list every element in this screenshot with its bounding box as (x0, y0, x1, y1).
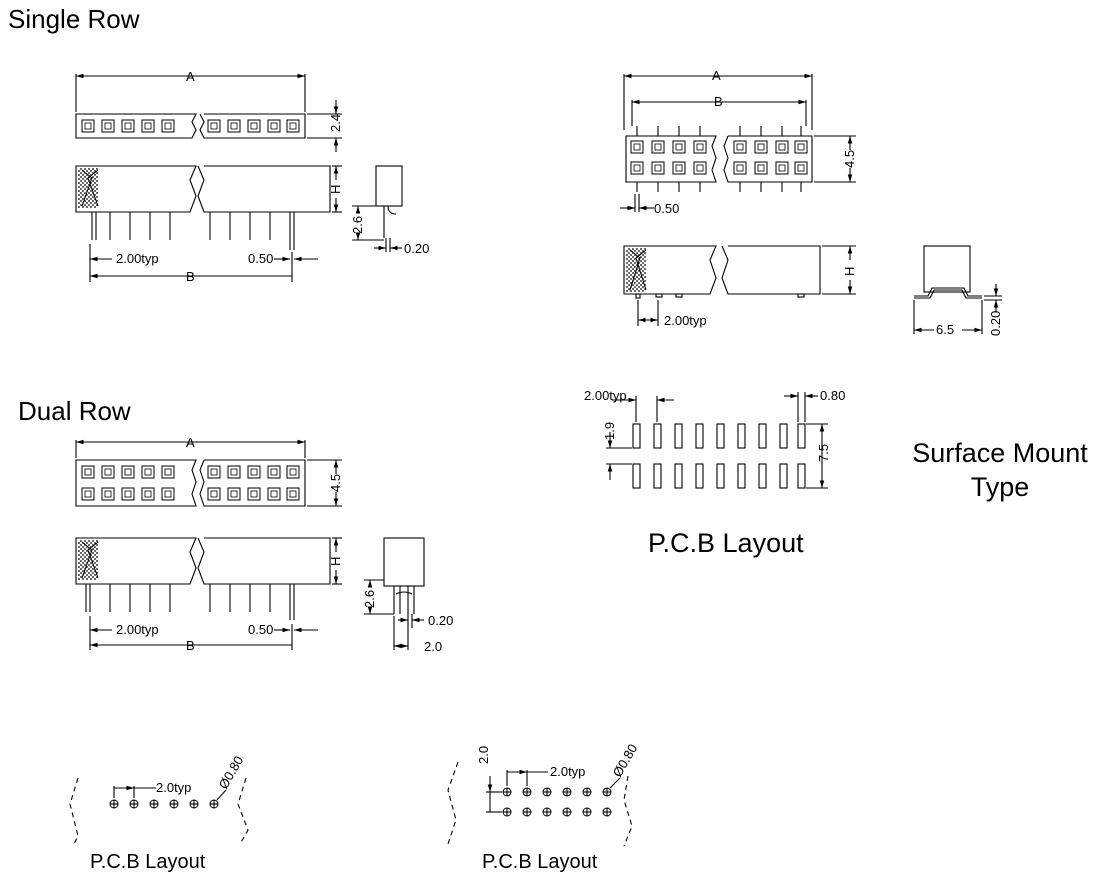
single-row-pcb-layout (69, 777, 249, 845)
dual-row-side-view (364, 537, 425, 650)
single-row-top-view (75, 73, 342, 152)
dim-single-pcb-pitch: 2.0typ (156, 780, 191, 795)
single-row-side-view (352, 165, 403, 252)
dim-single-pcb-hole: Ø0.80 (216, 753, 247, 791)
dim-0-20-dual: 0.20 (428, 613, 453, 628)
heading-dual-row: Dual Row (18, 396, 131, 426)
smt-title-line1: Surface Mount (912, 438, 1088, 468)
dim-b-dual: B (186, 638, 195, 653)
pcb-layout-single-label: P.C.B Layout (90, 851, 206, 873)
dim-a-dual: A (186, 435, 195, 450)
dim-4-5-smt: 4.5 (842, 150, 857, 168)
pcb-layout-dual-label: P.C.B Layout (482, 851, 598, 873)
dual-row-top-view (75, 439, 342, 507)
dim-2-4: 2.4 (328, 114, 343, 132)
smt-pcb-layout (606, 392, 828, 489)
dim-pcb-0-80: 0.80 (820, 388, 845, 403)
dim-0-20-smt: 0.20 (988, 311, 1003, 336)
dim-0-50-smt: 0.50 (654, 201, 679, 216)
dim-a-smt: A (712, 68, 721, 83)
dim-a-single: A (186, 69, 195, 84)
dim-pitch-dual: 2.00typ (116, 622, 159, 637)
dim-4-5-dual: 4.5 (328, 474, 343, 492)
smt-front-view (623, 245, 856, 326)
dim-0-50-dual: 0.50 (248, 622, 273, 637)
dual-row-front-view (75, 537, 342, 650)
dim-0-20-single: 0.20 (404, 241, 429, 256)
dim-b-single: B (186, 269, 195, 284)
dim-6-5: 6.5 (936, 322, 954, 337)
dim-2-0-dual: 2.0 (424, 639, 442, 654)
smt-side-view (913, 245, 1002, 334)
dim-h-dual: H (328, 557, 343, 566)
single-row-front-view (75, 165, 342, 282)
dim-2-6-single: 2.6 (350, 216, 365, 234)
dim-0-50-single: 0.50 (248, 251, 273, 266)
dual-row-pcb-layout (447, 761, 633, 847)
dim-2-6-dual: 2.6 (362, 590, 377, 608)
heading-single-row: Single Row (8, 4, 140, 34)
pcb-layout-smt-label: P.C.B Layout (648, 528, 804, 558)
dim-dual-pcb-2-0: 2.0 (476, 746, 491, 764)
dim-pcb-pitch: 2.00typ (584, 388, 627, 403)
dim-dual-pcb-pitch: 2.0typ (550, 764, 585, 779)
dim-pitch-smt: 2.00typ (664, 313, 707, 328)
dim-h-smt: H (842, 267, 857, 276)
dimension-labels: A 2.4 H 2.6 0.20 2.00typ 0.50 B A 4.5 H … (116, 68, 1003, 795)
dim-pitch-single: 2.00typ (116, 251, 159, 266)
dim-dual-pcb-hole: Ø0.80 (610, 741, 641, 779)
dim-pcb-1-9: 1.9 (602, 422, 617, 440)
dim-pcb-7-5: 7.5 (816, 444, 831, 462)
smt-top-view (620, 73, 856, 212)
smt-title-line2: Type (970, 472, 1030, 502)
dim-h-single: H (328, 185, 343, 194)
dim-b-smt: B (714, 94, 723, 109)
smt-title: Surface Mount Type (900, 436, 1100, 504)
